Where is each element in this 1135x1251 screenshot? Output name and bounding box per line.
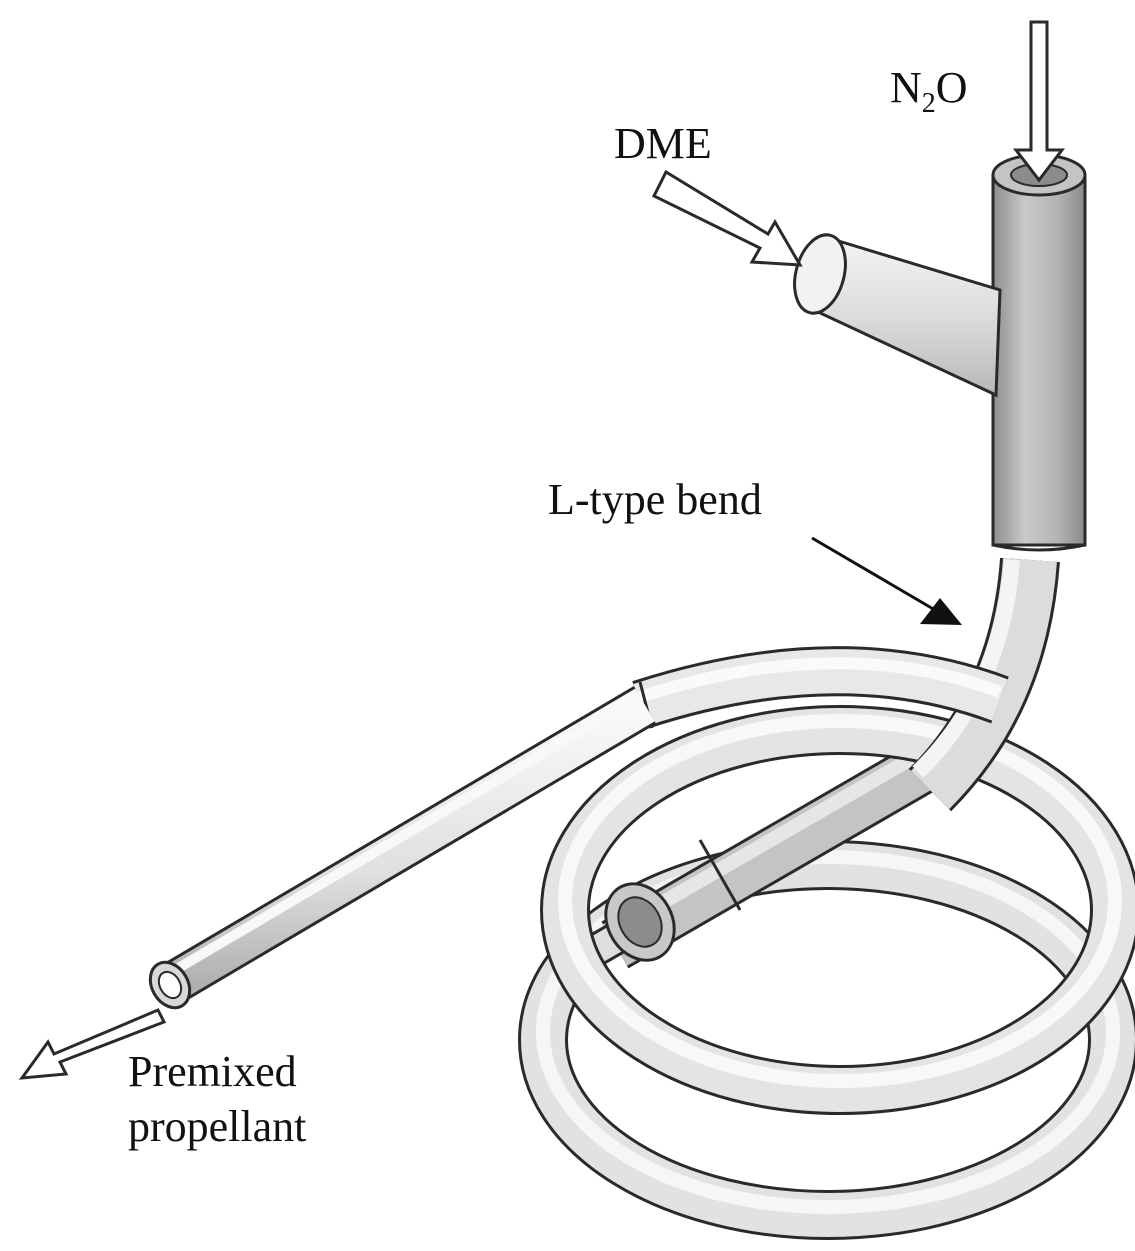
n2o-label-subscript: 2 [921, 88, 936, 119]
n2o-label: N2O [890, 63, 968, 120]
coil-top-arc [632, 646, 1009, 729]
outlet-label-line2: propellant [128, 1102, 307, 1151]
bend-pointer-arrow [811, 536, 962, 625]
vertical-main-tube [991, 153, 1087, 552]
dme-label: DME [614, 119, 712, 168]
inner-tube-inlet [587, 736, 949, 969]
dme-side-tube [793, 233, 1002, 398]
bend-label: L-type bend [548, 475, 762, 524]
n2o-label-main: N [890, 63, 922, 112]
n2o-inlet-arrow [1012, 20, 1066, 183]
outlet-pipe [148, 686, 657, 1010]
outlet-label-line1: Premixed [128, 1047, 297, 1096]
dme-inlet-arrow [651, 169, 803, 267]
outlet-label: Premixed propellant [128, 1044, 306, 1154]
n2o-label-tail: O [935, 63, 968, 112]
coil-upper-loop [540, 705, 1135, 1115]
coil-lower-loop [518, 840, 1135, 1240]
outlet-arrow [18, 1008, 167, 1080]
